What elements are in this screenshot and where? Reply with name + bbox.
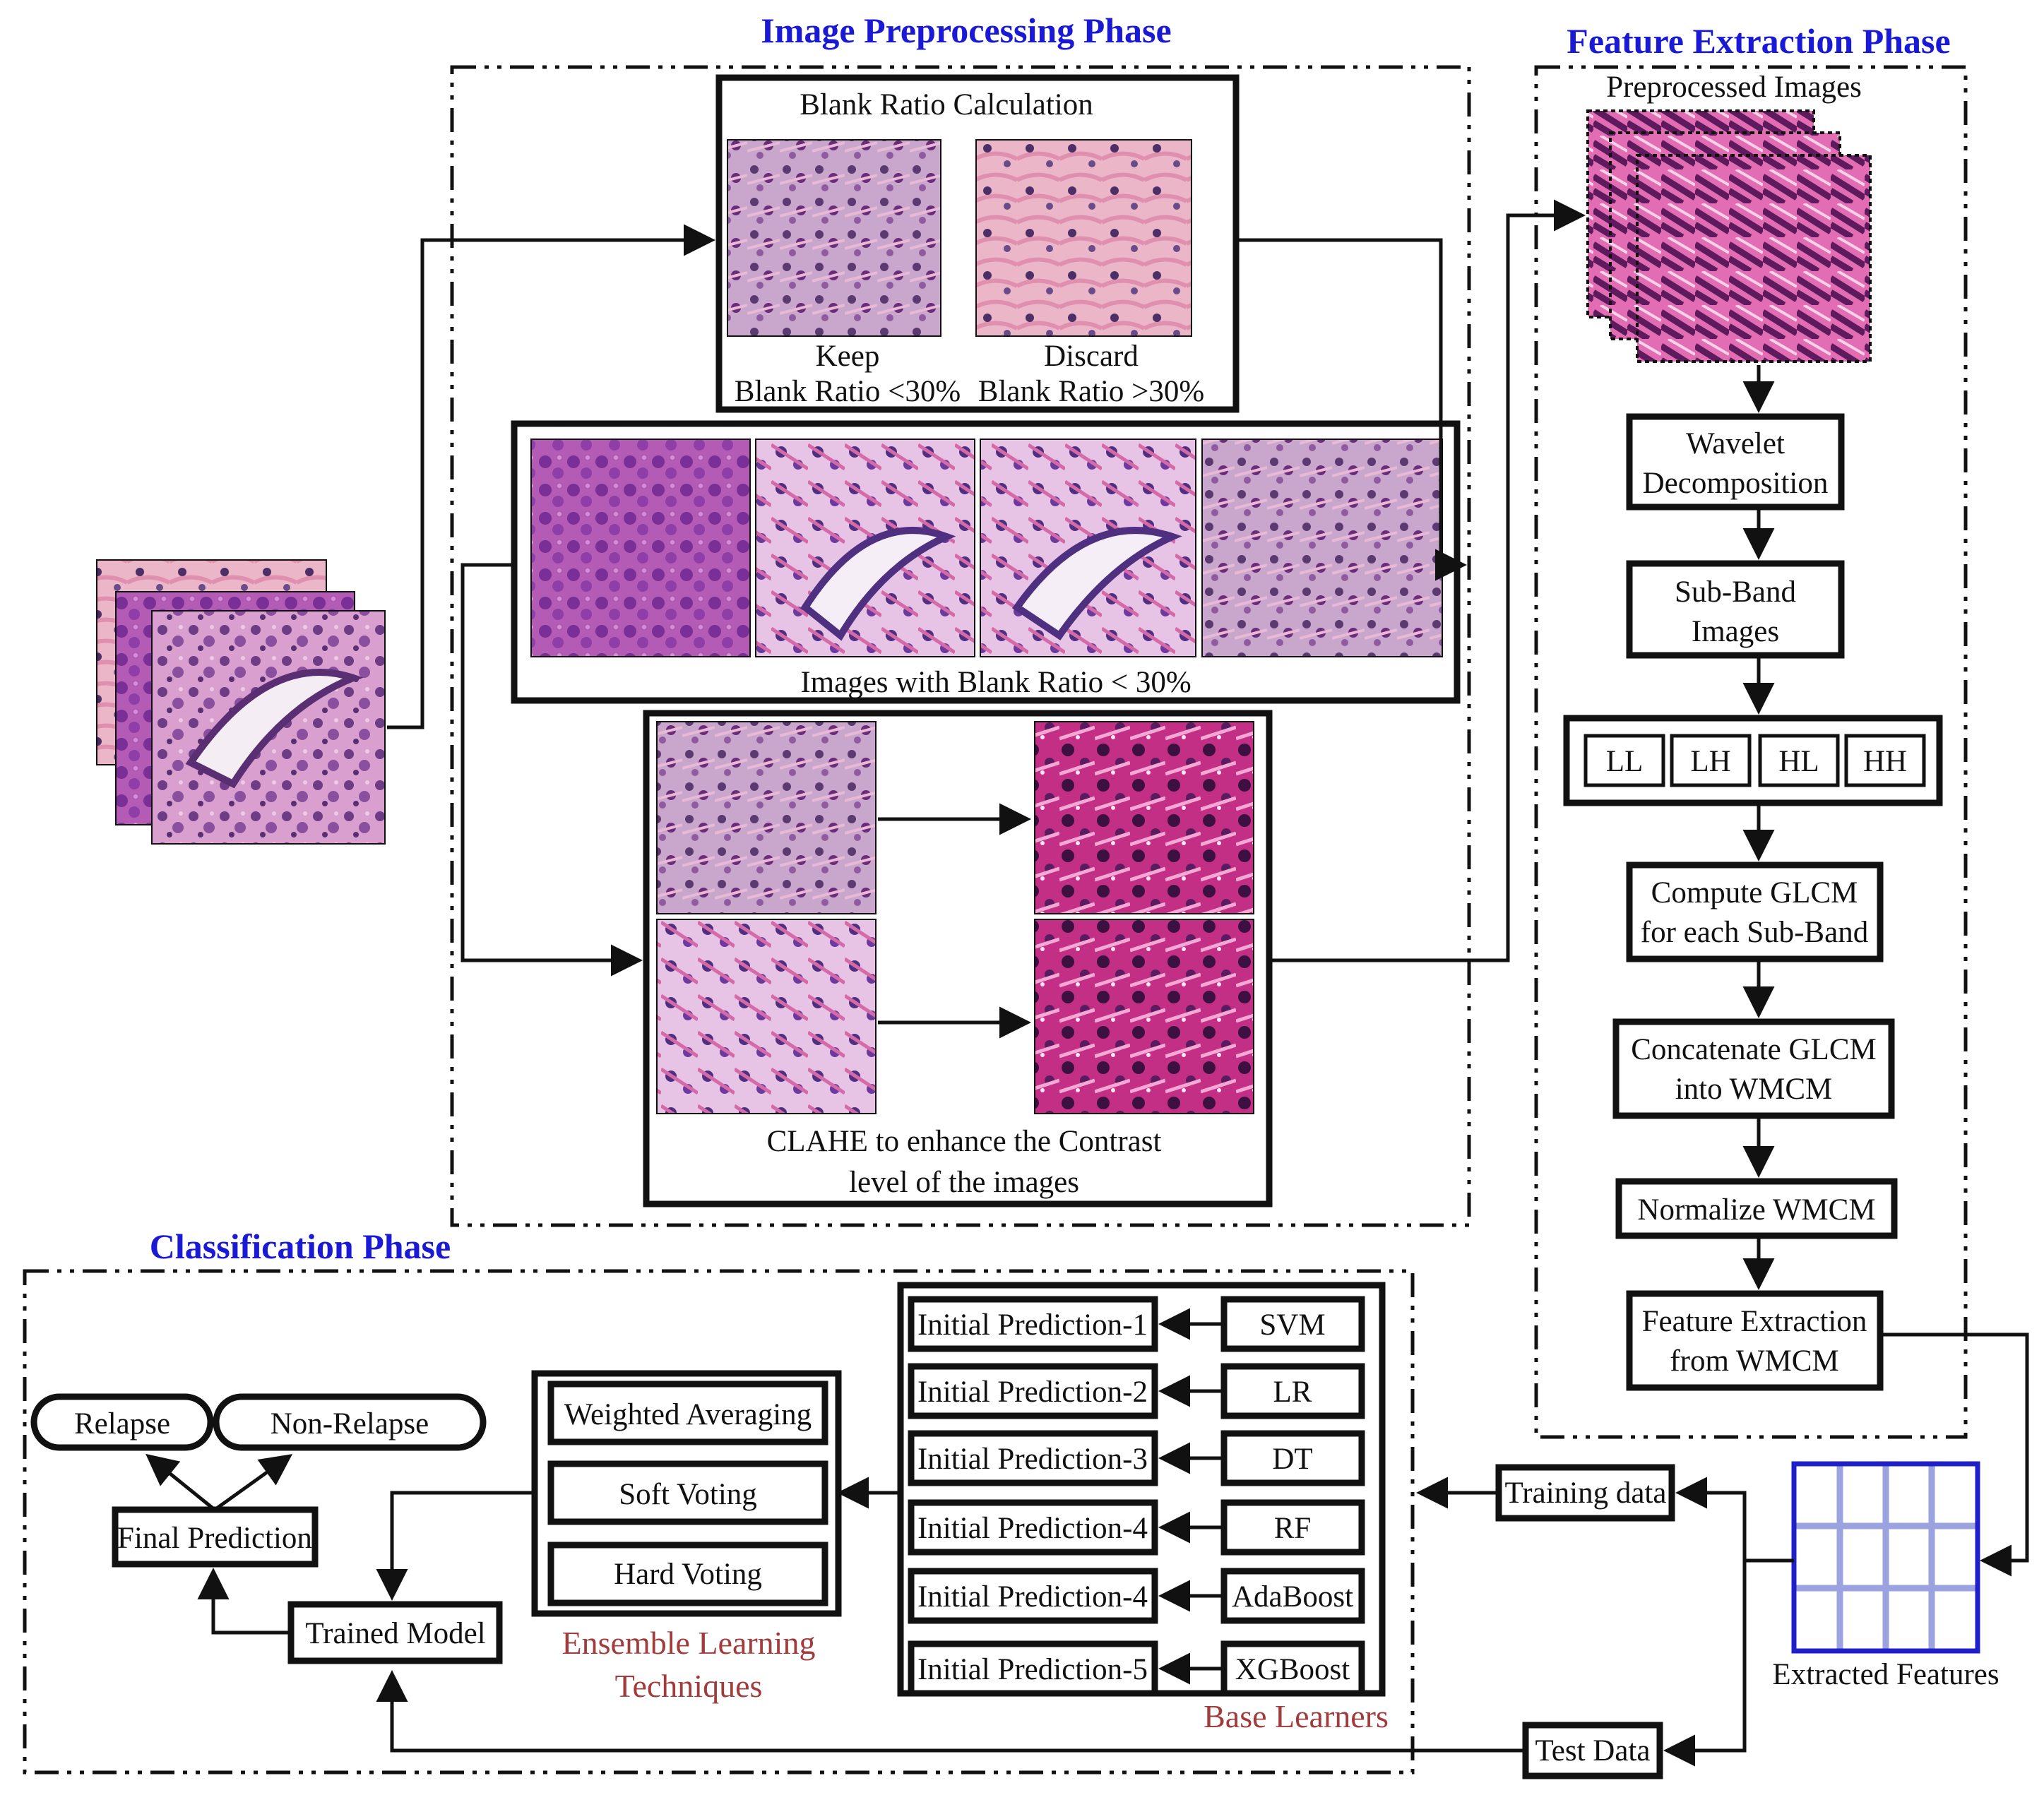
initial-prediction-label-4: Initial Prediction-4 xyxy=(917,1512,1148,1545)
band-ll: LL xyxy=(1606,745,1644,778)
learner-box-adaboost xyxy=(1220,1568,1365,1624)
normalize-box xyxy=(1615,1178,1898,1239)
weighted-averaging-box xyxy=(547,1380,828,1445)
input-image-stack xyxy=(96,559,386,845)
filtered-caption: Images with Blank Ratio < 30% xyxy=(800,666,1191,699)
learner-box-svm xyxy=(1220,1296,1365,1352)
initial-prediction-box-2 xyxy=(908,1363,1158,1419)
final-prediction-box xyxy=(112,1506,319,1568)
wavelet-line1: Wavelet xyxy=(1686,427,1785,460)
non-relapse-oval xyxy=(213,1393,487,1451)
filtered-image-4 xyxy=(1201,439,1443,657)
initial-prediction-box-4 xyxy=(908,1499,1158,1556)
band-hh-box xyxy=(1844,734,1926,787)
glcm-line1: Compute GLCM xyxy=(1651,876,1858,910)
initial-prediction-label-2: Initial Prediction-2 xyxy=(917,1376,1148,1409)
discard-sample-image xyxy=(975,139,1192,337)
clahe-output-2 xyxy=(1034,919,1254,1114)
learner-label-rf: RF xyxy=(1274,1512,1312,1545)
initial-prediction-box-5 xyxy=(908,1568,1158,1624)
initial-prediction-box-3 xyxy=(908,1430,1158,1486)
learner-label-lr: LR xyxy=(1273,1376,1312,1409)
concat-box xyxy=(1612,1018,1895,1119)
classification-phase-title: Classification Phase xyxy=(150,1227,451,1266)
preprocessing-phase-title: Image Preprocessing Phase xyxy=(761,11,1171,50)
clahe-caption-line1: CLAHE to enhance the Contrast xyxy=(767,1125,1162,1158)
learner-box-dt xyxy=(1220,1430,1365,1486)
test-data-label: Test Data xyxy=(1535,1734,1651,1767)
subband-line1: Sub-Band xyxy=(1675,576,1796,609)
band-hl: HL xyxy=(1778,745,1819,778)
learner-label-dt: DT xyxy=(1272,1443,1312,1476)
wavelet-box xyxy=(1626,413,1845,511)
wavelet-line2: Decomposition xyxy=(1643,467,1829,500)
extracted-features-label: Extracted Features xyxy=(1772,1658,1999,1691)
classification-frame xyxy=(23,1269,1415,1775)
preprocessing-frame xyxy=(450,65,1471,1227)
clahe-input-2 xyxy=(656,919,877,1114)
preprocessed-image-stack xyxy=(1586,109,1872,363)
discard-rule: Blank Ratio >30% xyxy=(978,375,1204,408)
keep-rule: Blank Ratio <30% xyxy=(735,375,961,408)
weighted-averaging-label: Weighted Averaging xyxy=(564,1398,812,1431)
relapse-label: Relapse xyxy=(74,1407,170,1441)
hard-voting-box xyxy=(547,1541,828,1606)
learner-label-xgboost: XGBoost xyxy=(1235,1653,1350,1686)
extracted-features-grid xyxy=(1791,1461,1980,1654)
feature-extract-line2: from WMCM xyxy=(1670,1344,1838,1378)
blank-ratio-title: Blank Ratio Calculation xyxy=(800,88,1093,121)
filtered-image-1 xyxy=(530,439,751,657)
test-data-box xyxy=(1522,1722,1663,1779)
base-learners-box xyxy=(897,1282,1386,1697)
clahe-caption-line2: level of the images xyxy=(849,1166,1079,1199)
initial-prediction-label-5: Initial Prediction-4 xyxy=(917,1580,1148,1614)
learner-rows: Initial Prediction-1 SVM Initial Predictio… xyxy=(908,1296,1365,1697)
glcm-box xyxy=(1626,861,1884,962)
concat-line2: into WMCM xyxy=(1675,1073,1833,1106)
band-hl-box xyxy=(1758,734,1840,787)
discard-label: Discard xyxy=(1044,340,1139,373)
band-lh: LH xyxy=(1690,745,1730,778)
training-data-label: Training data xyxy=(1505,1477,1667,1510)
learner-label-svm: SVM xyxy=(1259,1308,1325,1342)
preprocessed-images-label: Preprocessed Images xyxy=(1606,71,1862,104)
concat-line1: Concatenate GLCM xyxy=(1631,1033,1877,1066)
feature-extract-line1: Feature Extraction xyxy=(1642,1305,1867,1338)
soft-voting-box xyxy=(547,1460,828,1525)
final-prediction-label: Final Prediction xyxy=(117,1522,312,1555)
soft-voting-label: Soft Voting xyxy=(619,1478,757,1511)
feature-extraction-frame xyxy=(1534,65,1968,1439)
learner-label-adaboost: AdaBoost xyxy=(1232,1580,1353,1614)
ensemble-label-line2: Techniques xyxy=(615,1668,763,1704)
glcm-line2: for each Sub-Band xyxy=(1641,916,1868,949)
subband-line2: Images xyxy=(1692,615,1779,648)
initial-prediction-label-6: Initial Prediction-5 xyxy=(917,1653,1148,1686)
clahe-output-1 xyxy=(1034,721,1254,914)
initial-prediction-label-1: Initial Prediction-1 xyxy=(917,1308,1148,1342)
band-ll-box xyxy=(1583,734,1665,787)
keep-label: Keep xyxy=(816,340,880,373)
clahe-input-1 xyxy=(656,721,877,914)
band-lh-box xyxy=(1670,734,1752,787)
trained-model-label: Trained Model xyxy=(305,1617,485,1650)
initial-prediction-label-3: Initial Prediction-3 xyxy=(917,1443,1148,1476)
subband-box xyxy=(1626,560,1845,659)
initial-prediction-box-1 xyxy=(908,1296,1158,1352)
base-learners-label: Base Learners xyxy=(1204,1698,1389,1734)
hard-voting-label: Hard Voting xyxy=(614,1558,762,1591)
feature-extract-box xyxy=(1626,1290,1884,1391)
normalize-label: Normalize WMCM xyxy=(1637,1193,1875,1227)
ensemble-label-line1: Ensemble Learning xyxy=(562,1625,816,1661)
feature-extraction-phase-title: Feature Extraction Phase xyxy=(1567,21,1950,61)
initial-prediction-box-6 xyxy=(908,1640,1158,1697)
relapse-oval xyxy=(30,1393,214,1451)
keep-sample-image xyxy=(727,139,941,337)
band-hh: HH xyxy=(1863,745,1907,778)
non-relapse-label: Non-Relapse xyxy=(271,1407,429,1441)
